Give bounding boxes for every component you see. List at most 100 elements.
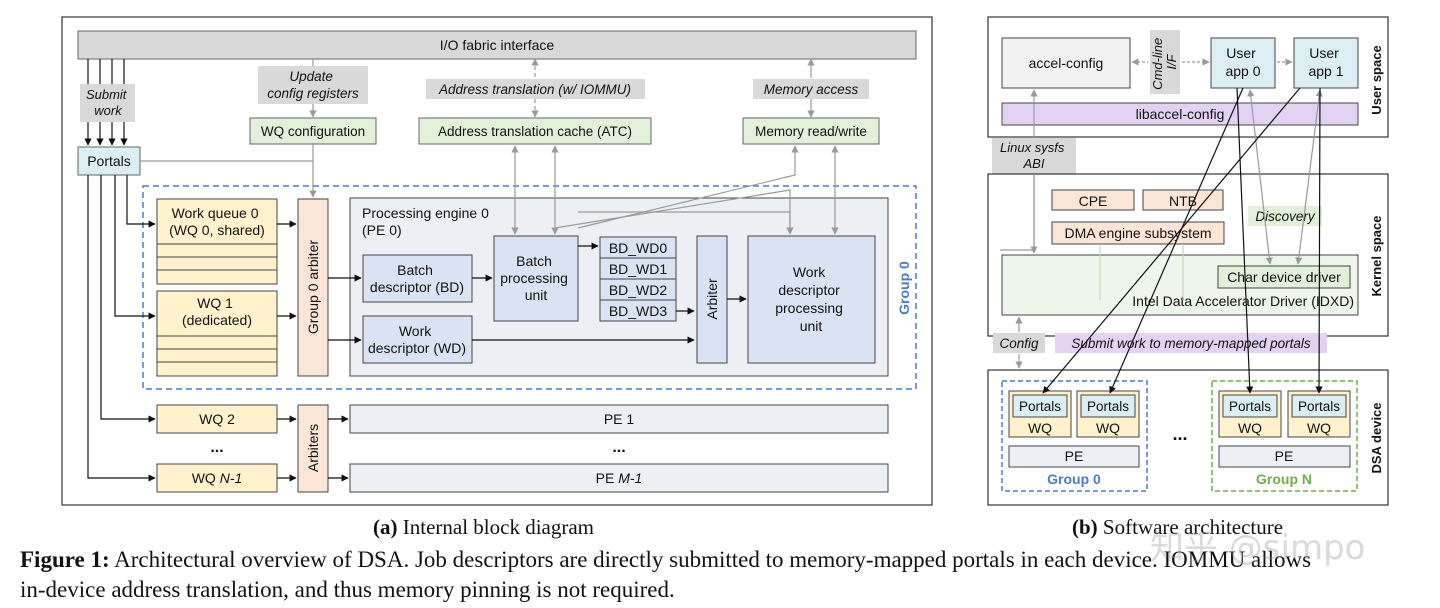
wq-2-box xyxy=(156,404,278,434)
submit-portals-label: Submit work to memory-mapped portals xyxy=(1071,336,1311,351)
wq-ellipsis: ... xyxy=(210,439,223,456)
user-app-0-label: User app 0 xyxy=(1225,45,1260,79)
group-n-border xyxy=(1211,380,1358,492)
user-app-1-label: User app 1 xyxy=(1308,45,1343,79)
portals-label-gna: Portals xyxy=(1229,399,1271,414)
linux-sysfs-label: Linux sysfs ABI xyxy=(1000,140,1068,171)
atc-box xyxy=(418,117,652,145)
panel-b-grey-arrows xyxy=(1000,89,1323,369)
group-n-unit-a: Portals WQ xyxy=(1218,390,1282,438)
bd-wd-1: BD_WD1 xyxy=(609,261,668,277)
wq-label-gna: WQ xyxy=(1238,420,1262,436)
dma-engine-box xyxy=(1051,221,1225,245)
pe-m-1-label: PE M-1 xyxy=(596,470,643,486)
char-device-driver-label: Char device driver xyxy=(1227,269,1341,285)
accel-config-label: accel-config xyxy=(1029,55,1104,71)
work-descriptor-box xyxy=(362,315,473,364)
atc-label: Address translation cache (ATC) xyxy=(438,124,632,139)
arbiters-box xyxy=(297,404,329,493)
group-0-arbiter-label: Group 0 arbiter xyxy=(305,240,321,334)
figure-caption-label: Figure 1: xyxy=(20,547,110,572)
pe-m-1-box xyxy=(349,463,889,493)
wd-processing-unit-label: Work descriptor processing unit xyxy=(775,264,847,334)
batch-descriptor-label: Batch descriptor (BD) xyxy=(370,262,464,295)
portals-label-gnb: Portals xyxy=(1298,399,1340,414)
group-0-unit-b: Portals WQ xyxy=(1076,390,1140,438)
panel-a-caption-text: Internal block diagram xyxy=(397,515,595,539)
ntb-label: NTB xyxy=(1169,193,1197,209)
group-0-unit-a: Portals WQ xyxy=(1008,390,1072,438)
panel-a-caption-label: (a) xyxy=(373,515,398,539)
portal-to-wq-arrows xyxy=(87,175,156,482)
cmd-line-label: Cmd-line I/F xyxy=(1150,34,1179,90)
portals-label: Portals xyxy=(87,153,131,169)
libaccel-config-label: libaccel-config xyxy=(1136,106,1225,122)
figure-caption-text-1: Architectural overview of DSA. Job descr… xyxy=(109,547,1312,572)
arbiters-label: Arbiters xyxy=(305,424,321,472)
processing-engine-0-label: Processing engine 0 (PE 0) xyxy=(362,205,493,238)
update-config-label: Update config registers xyxy=(267,69,359,101)
pe-ellipsis: ... xyxy=(612,439,625,456)
user-space-label: User space xyxy=(1369,45,1384,114)
batch-processing-unit-box xyxy=(493,235,579,322)
update-config-bg xyxy=(258,66,368,104)
ntb-box xyxy=(1142,189,1224,211)
pe-box-g0 xyxy=(1008,445,1140,468)
submit-work-label: Submit work xyxy=(86,87,130,118)
figure-caption-line-1: Figure 1: Architectural overview of DSA.… xyxy=(20,546,1311,574)
panel-b-submit-arrows xyxy=(1042,87,1323,394)
user-app-1-box xyxy=(1293,37,1359,89)
wq-label-gnb: WQ xyxy=(1307,420,1331,436)
wq-configuration-label: WQ configuration xyxy=(261,124,365,139)
bd-wd-2: BD_WD2 xyxy=(609,282,668,298)
kernel-space-label: Kernel space xyxy=(1369,216,1384,297)
wq-label-g0a: WQ xyxy=(1028,420,1052,436)
config-label: Config xyxy=(999,336,1039,351)
panel-b-caption-text: Software architecture xyxy=(1097,515,1284,539)
groups-ellipsis: ... xyxy=(1172,424,1187,444)
wq-label-g0b: WQ xyxy=(1096,420,1120,436)
panel-a: I/O fabric interface Submit work Portals… xyxy=(61,16,933,506)
wq-2-label: WQ 2 xyxy=(199,411,235,427)
submit-portals-bg xyxy=(1055,333,1327,353)
watermark: 知乎 @simpo xyxy=(1150,528,1366,568)
group-0-dsa-label: Group 0 xyxy=(1047,471,1101,487)
cpe-label: CPE xyxy=(1079,193,1108,209)
cpe-box xyxy=(1051,189,1135,211)
arbiter-label: Arbiter xyxy=(704,278,720,320)
pe-1-label: PE 1 xyxy=(604,411,635,427)
char-device-driver-box xyxy=(1217,265,1351,289)
memory-access-label: Memory access xyxy=(764,82,859,97)
group-n-unit-b: Portals WQ xyxy=(1287,390,1351,438)
wq-configuration-box xyxy=(249,117,377,145)
io-fabric-box xyxy=(77,30,917,60)
address-translation-bg xyxy=(426,79,645,99)
portals-label-g0a: Portals xyxy=(1019,399,1061,414)
wd-processing-unit-box xyxy=(747,235,876,364)
work-queue-1: WQ 1 (dedicated) xyxy=(156,290,278,377)
wq-n-1-label: WQ N-1 xyxy=(192,470,243,486)
panel-a-caption: (a) Internal block diagram xyxy=(373,515,594,540)
memory-atc-connections xyxy=(511,145,839,235)
panel-b-caption: (b) Software architecture xyxy=(1072,515,1283,540)
memory-access-bg xyxy=(753,79,869,99)
linux-sysfs-bg xyxy=(992,138,1076,174)
memory-rw-label: Memory read/write xyxy=(755,124,867,139)
pe-label-gn: PE xyxy=(1275,448,1294,464)
idxd-label: Intel Data Accelerator Driver (IDXD) xyxy=(1132,293,1354,309)
bd-wd-stack: BD_WD0 BD_WD1 BD_WD2 BD_WD3 xyxy=(599,236,677,322)
figure-caption-text-2: in-device address translation, and thus … xyxy=(20,577,675,602)
config-bg xyxy=(993,333,1045,353)
bd-wd-3: BD_WD3 xyxy=(609,303,668,319)
batch-processing-unit-label: Batch processing unit xyxy=(500,253,572,303)
memory-rw-box xyxy=(742,117,880,145)
work-queue-1-label: WQ 1 (dedicated) xyxy=(182,295,252,328)
group-0-label: Group 0 xyxy=(896,261,912,315)
address-translation-label: Address translation (w/ IOMMU) xyxy=(438,82,631,97)
wq-n-1-box xyxy=(156,463,278,493)
portal-config-lines xyxy=(140,144,317,198)
bd-wd-0: BD_WD0 xyxy=(609,240,668,256)
panel-b: User space accel-config Cmd-line I/F Use… xyxy=(987,16,1389,506)
figure-caption-line-2: in-device address translation, and thus … xyxy=(20,576,675,604)
